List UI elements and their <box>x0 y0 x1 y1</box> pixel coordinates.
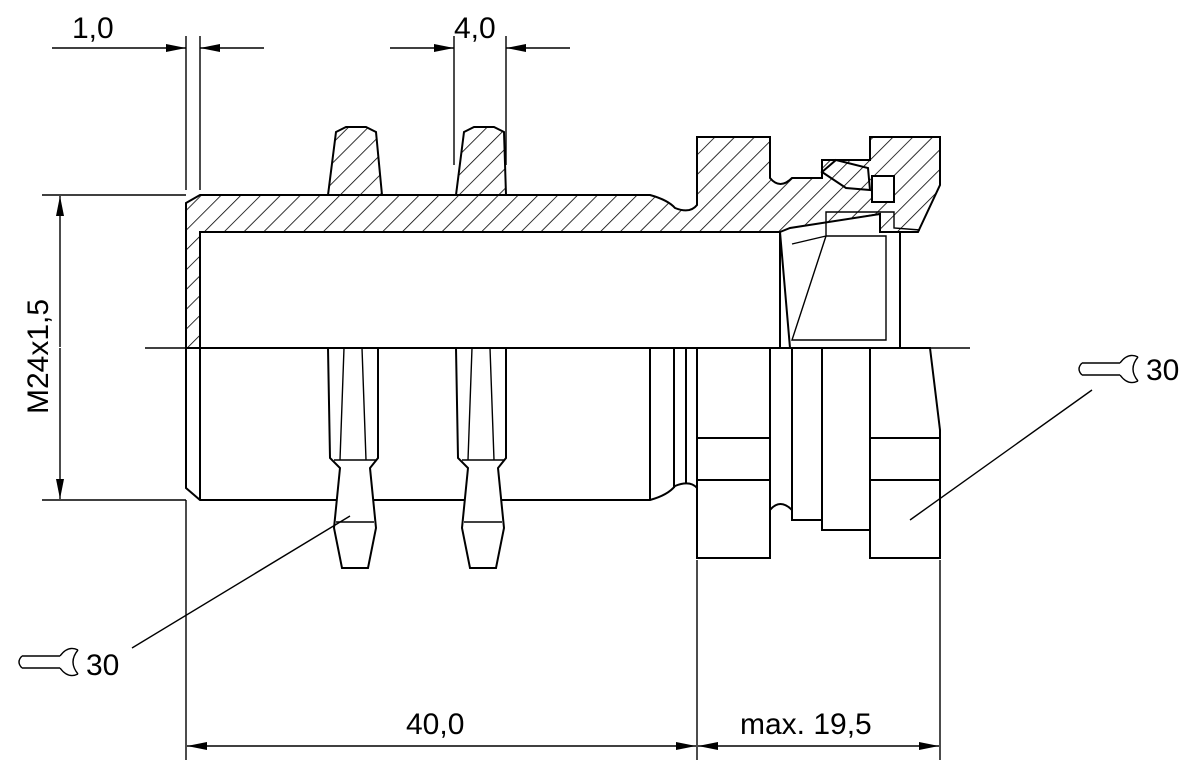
tube-wall-section <box>185 136 941 349</box>
dim-body-length: 40,0 <box>406 708 464 741</box>
bore <box>199 231 781 349</box>
wrench-size-left: 30 <box>86 649 119 682</box>
tube-outside <box>185 347 698 501</box>
rib-section-left <box>326 126 384 196</box>
rib-outside-right <box>454 347 507 569</box>
wrench-icon <box>1078 354 1139 384</box>
clamp-section <box>820 158 872 192</box>
wrench-size-right: 30 <box>1146 354 1179 387</box>
dimensions: 1,0 4,0 M24x1,5 40,0 max. 19,5 <box>22 12 941 760</box>
seal-insert-inner <box>791 211 921 341</box>
dim-thread: M24x1,5 <box>22 299 55 414</box>
wrench-callout-left: 30 <box>18 515 351 682</box>
rib-section-right <box>454 126 508 196</box>
rib-outside-left <box>326 347 379 569</box>
dim-nut-length: max. 19,5 <box>740 708 872 741</box>
wrench-icon <box>18 647 79 677</box>
rib-outside-right-facets <box>462 347 504 523</box>
dim-wall-thickness: 1,0 <box>72 12 114 45</box>
outside-view <box>185 347 941 569</box>
rib-outside-left-facets <box>334 347 376 523</box>
leader-line-right <box>909 389 1093 521</box>
clamp-inner <box>871 175 895 203</box>
section-view <box>185 126 941 349</box>
wrench-callout-right: 30 <box>909 354 1179 521</box>
dim-rib-width: 4,0 <box>454 12 496 45</box>
seal-insert <box>778 212 901 349</box>
leader-line-left <box>131 515 351 649</box>
nut-body <box>696 347 941 559</box>
